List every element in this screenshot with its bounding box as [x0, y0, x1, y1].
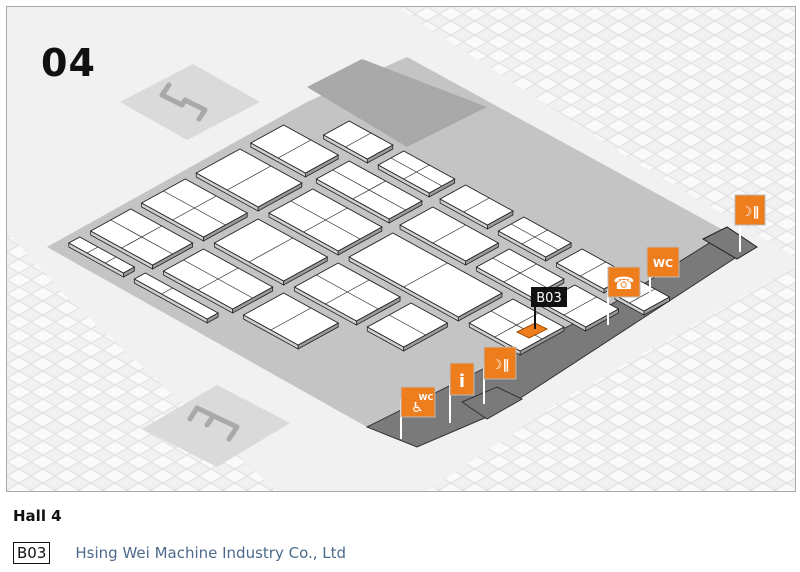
booth-divider — [463, 197, 490, 213]
accessible-wc-icon: WC — [419, 393, 434, 402]
booth-divider — [248, 237, 293, 263]
hall-title: Hall 4 — [13, 507, 62, 525]
exhibitor-list-item: B03 Hsing Wei Machine Industry Co., Ltd — [13, 542, 346, 564]
restaurant-icon: ☽∥ — [741, 205, 759, 220]
booth-divider — [270, 307, 312, 331]
booth-badge: B03 — [13, 542, 51, 564]
booth-b03[interactable] — [515, 322, 549, 339]
booth-divider — [492, 257, 548, 289]
booth-divider — [390, 157, 443, 187]
booth-b03-label[interactable]: B03 — [536, 291, 561, 306]
booth-divider — [388, 314, 426, 336]
booth-divider — [563, 296, 597, 316]
outdoor-grid-left — [7, 232, 277, 491]
booth-divider — [316, 274, 379, 310]
phone-flag[interactable]: ☎ — [607, 266, 641, 325]
restaurant-flag-east[interactable]: ☽∥ — [734, 194, 766, 252]
wc-flag[interactable]: WC — [646, 246, 680, 297]
booth[interactable] — [133, 272, 220, 320]
restaurant-flag-south[interactable]: ☽∥ — [483, 346, 517, 404]
info-icon: i — [459, 371, 465, 392]
booth-b03-label-bg — [531, 287, 567, 307]
booth-divider — [183, 259, 253, 299]
hall-number: 04 — [41, 41, 96, 85]
booth-divider — [290, 200, 361, 240]
booth-divider — [227, 165, 272, 191]
booth-divider — [277, 139, 312, 159]
outdoor-grid-bottom-right — [427, 267, 795, 491]
booth-divider — [510, 223, 559, 251]
booth-divider — [105, 256, 117, 264]
booth-divider — [345, 132, 372, 148]
floor-plan: B03 ☽∥ WC ☎ ☽∥ i ♿ — [7, 7, 795, 491]
hall-map[interactable]: B03 ☽∥ WC ☎ ☽∥ i ♿ — [6, 6, 796, 492]
booth-divider — [332, 169, 406, 211]
info-flag[interactable]: i — [449, 362, 475, 423]
service-pad-east — [701, 226, 758, 260]
booth-divider — [110, 219, 173, 255]
booth-divider — [580, 261, 606, 277]
entrance-south-west — [142, 385, 290, 467]
accessible-wc-flag[interactable]: ♿ WC — [400, 386, 436, 439]
open-area-north — [307, 59, 487, 147]
accessible-symbol: ♿ — [411, 400, 424, 416]
exhibitor-link[interactable]: Hsing Wei Machine Industry Co., Ltd — [75, 544, 347, 562]
booth-divider — [163, 190, 226, 226]
outdoor-grid-top-right — [397, 7, 795, 257]
booth-divider — [161, 287, 173, 295]
restaurant-icon-2: ☽∥ — [491, 358, 509, 373]
booth-divider — [432, 224, 466, 244]
booth-divider — [403, 262, 448, 288]
entrance-north-west — [120, 64, 260, 140]
wc-icon: WC — [653, 257, 673, 270]
booth-divider — [86, 246, 99, 254]
phone-icon: ☎ — [613, 274, 634, 294]
service-corridor-extension — [460, 386, 524, 420]
